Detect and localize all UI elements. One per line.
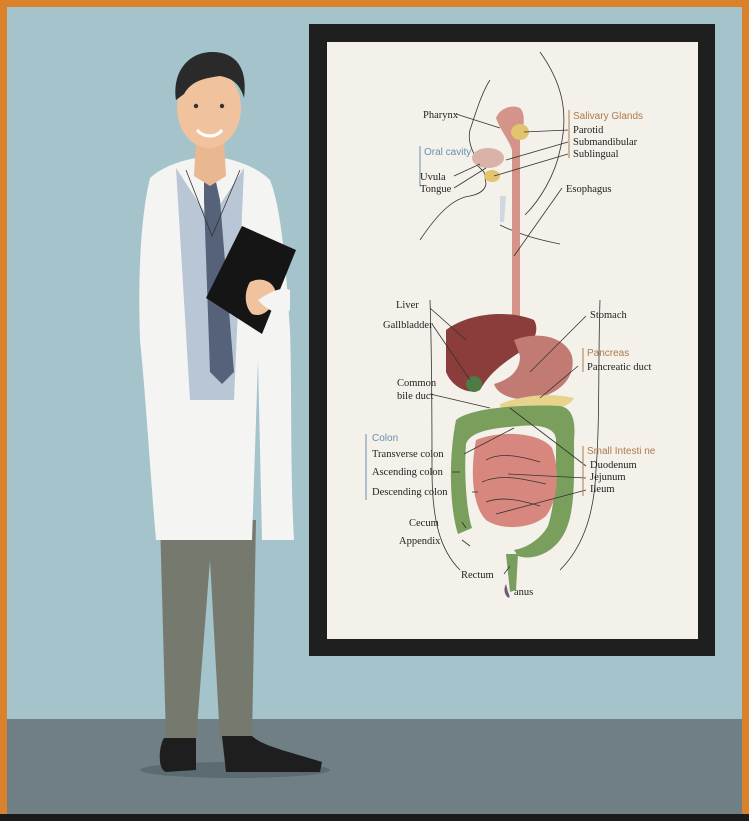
label-jejunum: Jejunum xyxy=(590,472,626,483)
label-uvula: Uvula xyxy=(420,172,446,183)
label-anus: anus xyxy=(514,587,533,598)
label-common: Common xyxy=(397,378,437,389)
doctor-right-eye xyxy=(220,104,224,108)
label-liver: Liver xyxy=(396,300,419,311)
label-pancreas: Pancreas xyxy=(587,348,629,359)
tongue-shape xyxy=(472,148,504,168)
sublingual-gland xyxy=(484,170,500,182)
label-ascending-colon: Ascending colon xyxy=(372,467,444,478)
label-transverse-colon: Transverse colon xyxy=(372,449,444,460)
label-esophagus: Esophagus xyxy=(566,184,612,195)
label-pancreatic-duct: Pancreatic duct xyxy=(587,362,652,373)
label-ileum: Ileum xyxy=(590,484,615,495)
doctor-left-eye xyxy=(194,104,198,108)
label-pharynx: Pharynx xyxy=(423,110,459,121)
doctor-left-shoe xyxy=(160,738,196,772)
label-cecum: Cecum xyxy=(409,518,439,529)
label-parotid: Parotid xyxy=(573,125,604,136)
label-oral-cavity: Oral cavity xyxy=(424,147,471,158)
gallbladder-shape xyxy=(466,376,482,392)
label-tongue: Tongue xyxy=(420,184,452,195)
label-submandibular: Submandibular xyxy=(573,137,638,148)
label-small-intestine: Small Intesti ne xyxy=(587,446,656,457)
label-stomach: Stomach xyxy=(590,310,627,321)
label-rectum: Rectum xyxy=(461,570,494,581)
label-colon: Colon xyxy=(372,433,398,444)
bottom-edge xyxy=(0,814,749,821)
label-duodenum: Duodenum xyxy=(590,460,637,471)
label-appendix: Appendix xyxy=(399,536,441,547)
floor xyxy=(7,719,742,814)
label-descending-colon: Descending colon xyxy=(372,487,448,498)
label-gallbladder: Gallbladder xyxy=(383,320,433,331)
label-bile-duct: bile duct xyxy=(397,391,434,402)
label-sublingual: Sublingual xyxy=(573,149,619,160)
anatomy-poster: Pharynx Salivary Glands Parotid Submandi… xyxy=(309,24,715,656)
label-salivary-glands: Salivary Glands xyxy=(573,111,643,122)
